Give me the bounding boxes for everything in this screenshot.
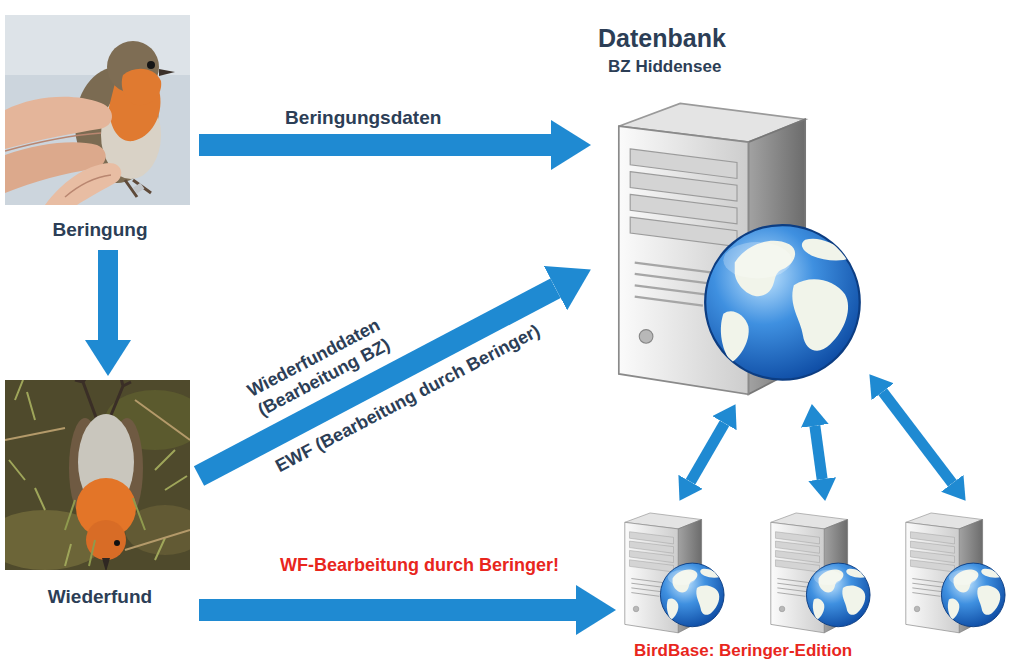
- art-detail: [5, 133, 111, 197]
- server-node: Datenbank BZ Hiddensee: [590, 20, 870, 405]
- art-detail: [125, 180, 151, 197]
- edge-label: WF-Bearbeitung durch Beringer!: [280, 555, 559, 577]
- flow-arrow: [199, 134, 551, 156]
- art-detail: [5, 15, 190, 205]
- recovery-photo: [0, 376, 205, 572]
- edge-label: Wiederfunddaten (Bearbeitung BZ): [231, 308, 406, 428]
- art-detail: [5, 380, 190, 570]
- art-detail: [5, 15, 190, 75]
- art-detail: [75, 380, 131, 420]
- node-label: BirdBase: Beringer-Edition: [634, 641, 852, 661]
- art-detail: [5, 15, 190, 205]
- flow-arrow: [199, 288, 555, 476]
- flow-arrow: [199, 599, 576, 621]
- node-label: Beringung: [5, 219, 195, 241]
- photo-node: Beringung: [5, 12, 199, 250]
- art-detail: [147, 61, 155, 69]
- flow-arrow: [815, 426, 822, 479]
- birdbase-server: [625, 513, 724, 633]
- art-detail: [133, 183, 144, 194]
- arrow-note: EWF (Bearbeitung durch Beringer): [272, 320, 544, 477]
- flow-arrow: [98, 250, 118, 340]
- flow-arrow: [883, 392, 953, 484]
- art-detail: [102, 558, 110, 570]
- node-label: Wiederfund: [5, 586, 195, 608]
- birdbase-server: [906, 513, 1005, 633]
- art-detail: [122, 69, 161, 105]
- node-label: BZ Hiddensee: [608, 57, 721, 77]
- art-detail: [5, 97, 112, 149]
- ringing-photo: [5, 15, 190, 205]
- server-group: BirdBase: Beringer-Edition: [615, 500, 1007, 664]
- art-detail: [114, 540, 120, 546]
- art-detail: [65, 498, 145, 566]
- database-server: [619, 103, 860, 394]
- flow-arrow: [691, 423, 725, 482]
- art-detail: [159, 69, 175, 76]
- photo-node: Wiederfund: [5, 375, 199, 615]
- birdbase-server: [771, 513, 870, 633]
- node-label: Datenbank: [598, 24, 726, 53]
- edge-label: Beringungsdaten: [285, 107, 441, 130]
